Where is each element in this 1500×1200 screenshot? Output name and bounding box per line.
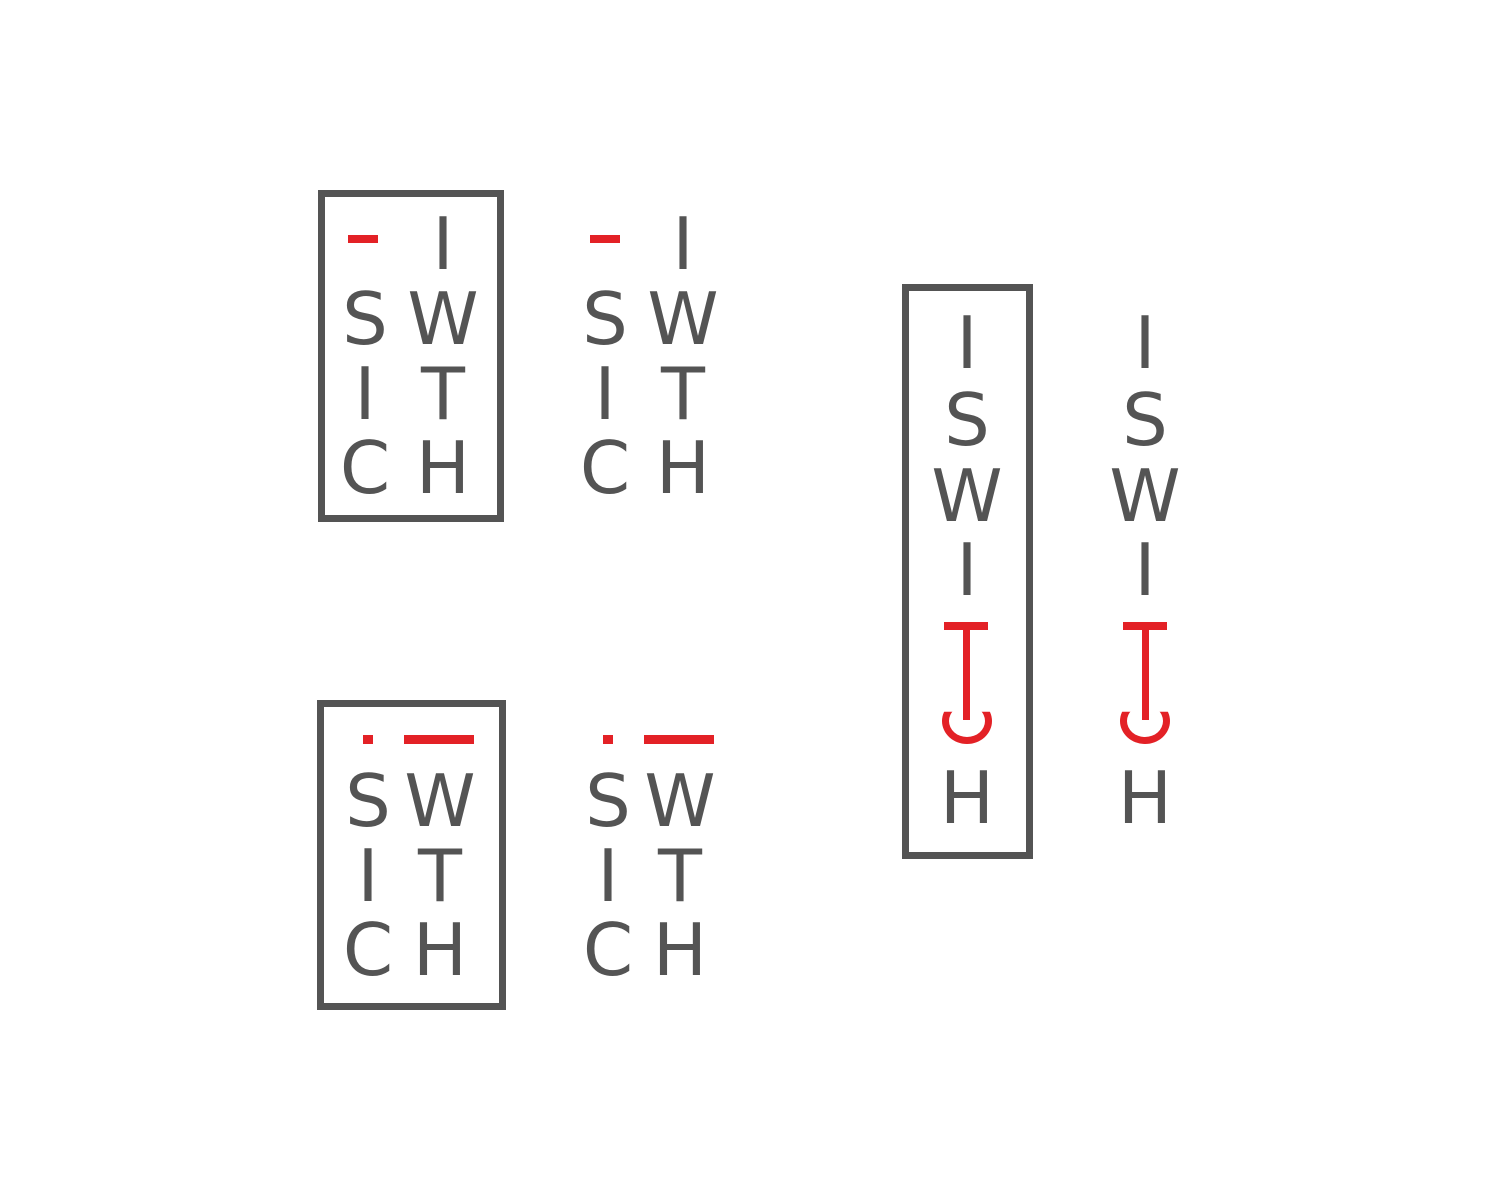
switch-knob-icon [1120, 711, 1170, 744]
letter-h: H [939, 756, 995, 840]
letter-w: W [644, 759, 716, 843]
letter-w: W [404, 759, 476, 843]
letter-i: I [1134, 528, 1156, 612]
letter-c: C [339, 426, 391, 510]
red-dash-accent [590, 235, 620, 243]
letter-i-top: I [672, 202, 694, 286]
red-dot-accent [363, 735, 373, 744]
letter-h: H [1117, 756, 1173, 840]
letter-t: T [661, 352, 705, 436]
letter-h: H [415, 426, 471, 510]
letter-i: I [594, 352, 616, 436]
red-dot-accent [603, 735, 613, 744]
letter-i-top: I [432, 202, 454, 286]
letter-i: I [357, 834, 379, 918]
letter-w: W [647, 277, 719, 361]
letter-s: S [342, 277, 388, 361]
letter-c: C [342, 908, 394, 992]
switch-knob-icon [942, 711, 992, 744]
letter-s: S [944, 378, 990, 462]
letter-t: T [418, 834, 462, 918]
letter-s: S [345, 759, 391, 843]
letter-h: H [652, 908, 708, 992]
letter-t: T [658, 834, 702, 918]
red-line-accent [404, 735, 474, 744]
letter-i: I [1134, 301, 1156, 385]
logo-frame [318, 190, 504, 522]
letter-w: W [407, 277, 479, 361]
switch-lever-stem [1142, 622, 1149, 720]
letter-w: W [1109, 454, 1181, 538]
letter-h: H [412, 908, 468, 992]
letter-i: I [956, 528, 978, 612]
logo-frame [902, 284, 1033, 859]
letter-w: W [931, 454, 1003, 538]
letter-i: I [354, 352, 376, 436]
letter-s: S [582, 277, 628, 361]
switch-lever-stem [963, 622, 970, 720]
letter-t: T [421, 352, 465, 436]
letter-i: I [956, 301, 978, 385]
red-dash-accent [348, 235, 378, 243]
letter-h: H [655, 426, 711, 510]
logo-frame [317, 700, 506, 1010]
letter-s: S [585, 759, 631, 843]
letter-i: I [597, 834, 619, 918]
red-line-accent [644, 735, 714, 744]
letter-c: C [579, 426, 631, 510]
letter-c: C [582, 908, 634, 992]
letter-s: S [1122, 378, 1168, 462]
